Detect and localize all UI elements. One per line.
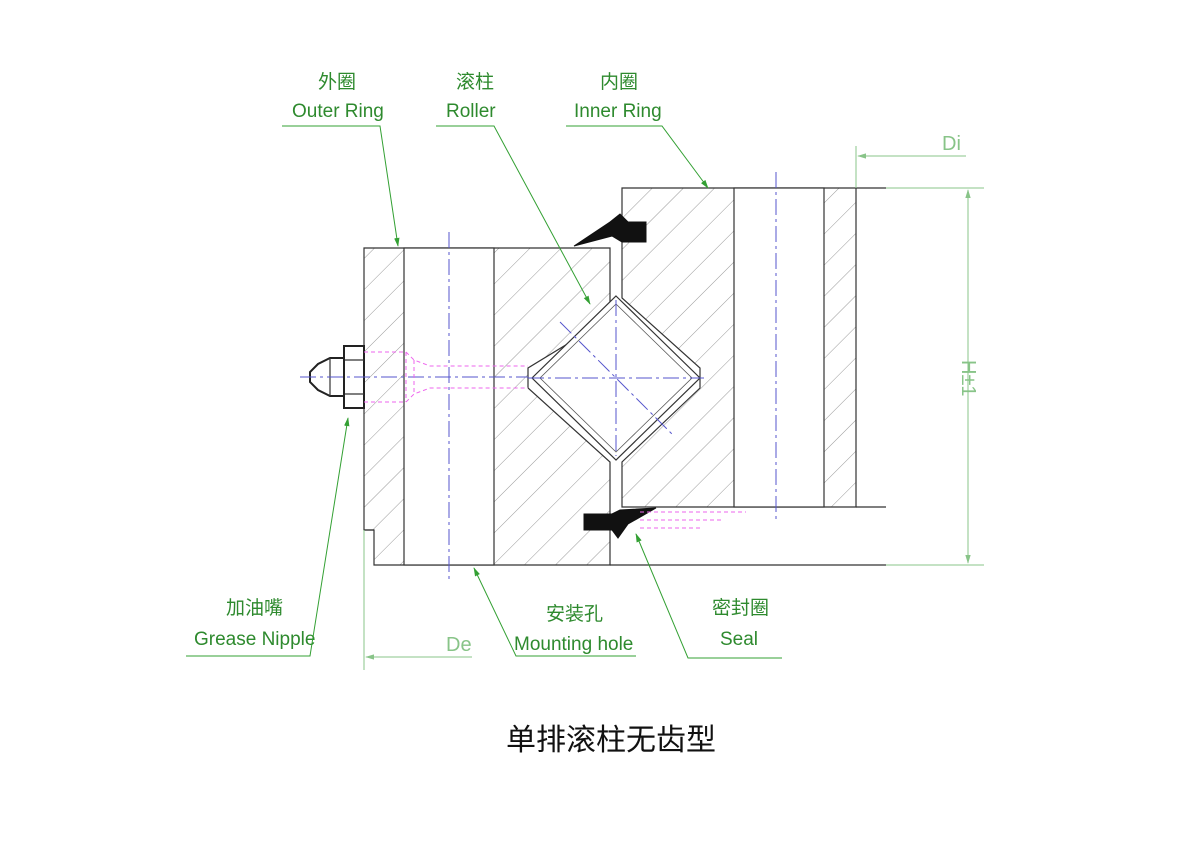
roller-leader (436, 125, 591, 305)
roller-label-en: Roller (446, 101, 496, 122)
mounting-hole-label-cn: 安装孔 (546, 603, 603, 625)
inner-mounting-hole (733, 187, 825, 508)
seal-label-en: Seal (720, 629, 758, 650)
outer-ring (363, 232, 611, 580)
inner-ring (610, 172, 886, 566)
grease-nipple-label-cn: 加油嘴 (226, 597, 283, 619)
grease-nipple (300, 345, 528, 409)
inner-ring-label-en: Inner Ring (574, 101, 662, 122)
inner-ring-leader (566, 125, 709, 189)
di-label: Di (942, 133, 961, 155)
grease-nipple-leader (186, 417, 350, 657)
seal-bottom-hidden (640, 511, 746, 529)
seal-top (573, 213, 647, 247)
seal-leader (635, 533, 782, 659)
de-label: De (446, 634, 472, 656)
outer-ring-leader (282, 125, 400, 247)
outer-ring-label-en: Outer Ring (292, 101, 384, 122)
roller (528, 295, 704, 461)
mounting-hole-label-en: Mounting hole (514, 634, 633, 655)
roller-label-cn: 滚柱 (456, 71, 494, 93)
h-label: H±1 (957, 360, 979, 397)
outer-ring-label-cn: 外圈 (318, 71, 356, 93)
grease-channel-hidden (364, 351, 528, 403)
seal-label-cn: 密封圈 (712, 597, 769, 619)
mounting-hole-leader (473, 567, 636, 657)
drawing-title: 单排滚柱无齿型 (506, 723, 716, 758)
roller-inner-edge (539, 303, 693, 453)
grease-nipple-label-en: Grease Nipple (194, 629, 315, 650)
inner-ring-label-cn: 内圈 (600, 71, 638, 93)
seal-bottom (583, 507, 657, 539)
